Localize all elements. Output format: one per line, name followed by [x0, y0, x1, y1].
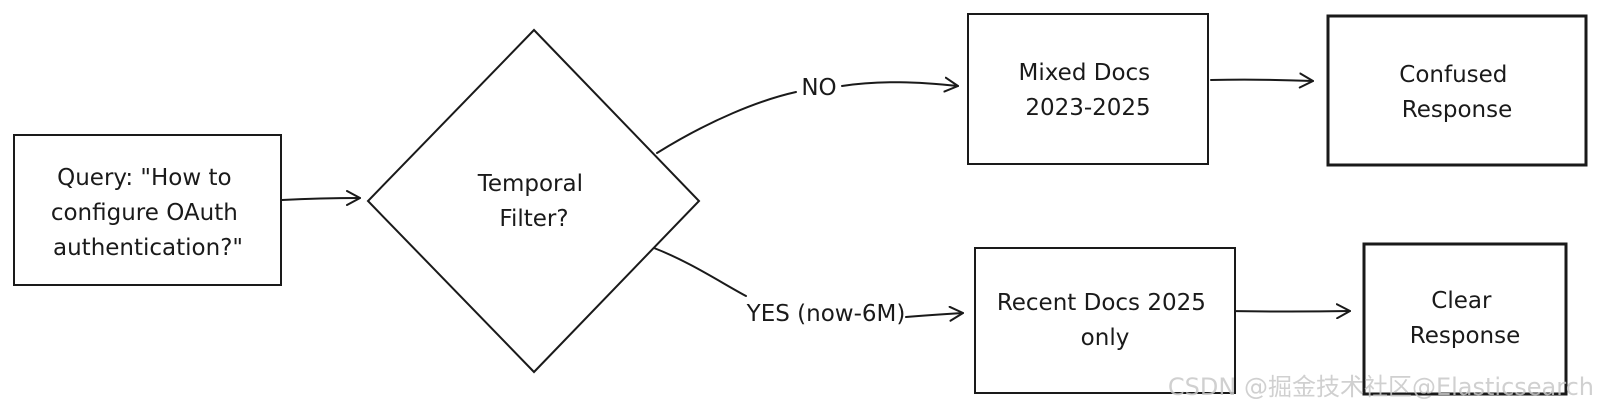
clear-line-2: Response [1410, 323, 1520, 349]
mixed-docs-line-1: Mixed Docs [1019, 60, 1151, 86]
edge-decision-to-mixed-docs [656, 91, 797, 154]
query-node-text: Query: "How to configure OAuth authentic… [51, 165, 245, 261]
decision-text: Temporal Filter? [477, 171, 591, 232]
decision-line-1: Temporal [477, 171, 583, 197]
edge-query-to-decision [281, 190, 361, 207]
edge-label-no: NO [801, 75, 836, 101]
edge-decision-to-recent-docs [653, 247, 747, 297]
mixed-docs-node: Mixed Docs 2023-2025 [967, 13, 1209, 165]
query-line-2: configure OAuth [51, 200, 238, 226]
mixed-docs-line-2: 2023-2025 [1025, 95, 1150, 121]
watermark-text: CSDN @掘金技术社区@Elasticsearch [1168, 373, 1594, 401]
decision-line-2: Filter? [499, 206, 568, 232]
confused-response-text: Confused Response [1399, 62, 1514, 123]
edge-mixed-to-confused [1210, 72, 1314, 89]
recent-docs-line-2: only [1081, 325, 1130, 351]
temporal-filter-decision: Temporal Filter? [366, 28, 701, 374]
query-line-3: authentication?" [53, 235, 243, 261]
edge-label-yes: YES (now-6M) [746, 301, 906, 327]
edge-yes-to-recent-docs [905, 305, 964, 322]
clear-response-text: Clear Response [1410, 288, 1520, 349]
recent-docs-text: Recent Docs 2025 only [997, 290, 1213, 351]
recent-docs-line-1: Recent Docs 2025 [997, 290, 1206, 316]
mixed-docs-text: Mixed Docs 2023-2025 [1019, 60, 1158, 121]
clear-line-1: Clear [1431, 288, 1492, 314]
edge-no-to-mixed-docs [841, 76, 959, 93]
edge-recent-to-clear [1225, 303, 1351, 320]
query-line-1: Query: "How to [57, 165, 231, 191]
query-node: Query: "How to configure OAuth authentic… [13, 134, 282, 286]
clear-response-node: Clear Response [1362, 242, 1568, 396]
confused-line-2: Response [1402, 97, 1512, 123]
recent-docs-node: Recent Docs 2025 only [974, 247, 1236, 394]
confused-response-node: Confused Response [1326, 14, 1588, 167]
confused-line-1: Confused [1399, 62, 1507, 88]
